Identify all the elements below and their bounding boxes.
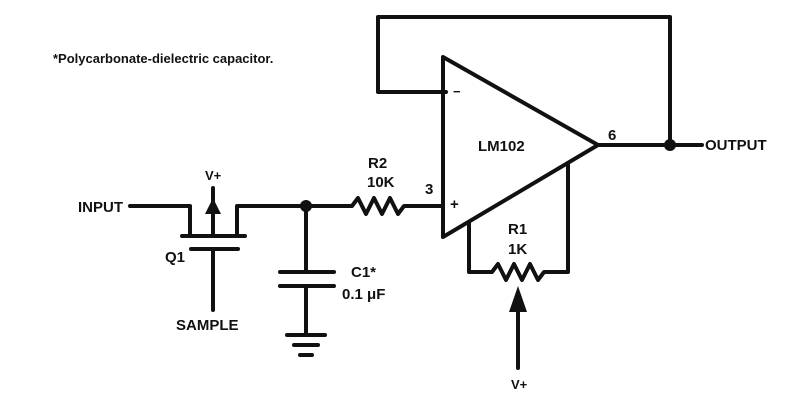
input-label: INPUT: [78, 199, 123, 216]
output-label: OUTPUT: [705, 137, 767, 154]
q1-drain-wire: [235, 204, 308, 238]
footnote-text: *Polycarbonate-dielectric capacitor.: [53, 51, 273, 66]
q1-label: Q1: [165, 249, 185, 266]
pin-6-label: 6: [608, 127, 616, 144]
r2-resistor: [304, 196, 445, 216]
r2-name-label: R2: [368, 155, 387, 172]
c1-name-label: C1*: [351, 264, 376, 281]
r1-wiper-arrow-icon: [509, 286, 527, 312]
r1-potentiometer: [467, 163, 570, 282]
r1-name-label: R1: [508, 221, 527, 238]
q1-arrow-icon: [205, 198, 221, 214]
r2-value-label: 10K: [367, 174, 395, 191]
minus-input-sign: −: [453, 84, 461, 99]
pin-3-label: 3: [425, 181, 433, 198]
opamp-lm102: [441, 55, 600, 239]
sample-label: SAMPLE: [176, 317, 239, 334]
input-wire: [128, 204, 192, 238]
output-junction: [664, 139, 676, 151]
c1-value-label: 0.1 μF: [342, 286, 385, 303]
r1-vplus-label: V+: [511, 377, 528, 392]
opamp-label: LM102: [478, 138, 525, 155]
r1-value-label: 1K: [508, 241, 527, 258]
q1-vplus-label: V+: [205, 168, 222, 183]
plus-input-sign: +: [450, 196, 459, 213]
feedback-wire: [376, 15, 672, 147]
